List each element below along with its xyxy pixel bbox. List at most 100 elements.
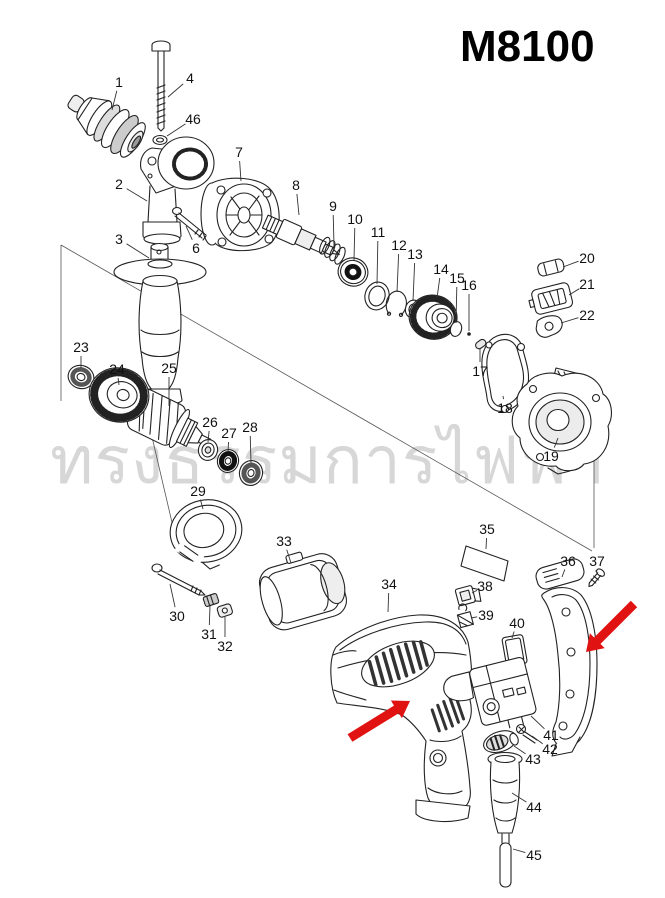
part-16-pin-drawing (467, 332, 471, 336)
svg-text:17: 17 (472, 363, 488, 379)
svg-text:1: 1 (115, 74, 123, 90)
callout-43: 43 (513, 745, 541, 767)
callout-45: 45 (512, 847, 542, 863)
svg-text:37: 37 (589, 553, 605, 569)
svg-text:38: 38 (477, 578, 493, 594)
callout-44: 44 (511, 792, 542, 815)
callout-39: 39 (470, 607, 494, 623)
svg-text:7: 7 (235, 144, 243, 160)
svg-text:45: 45 (526, 847, 542, 863)
svg-text:12: 12 (391, 237, 407, 253)
callout-32: 32 (217, 617, 233, 654)
part-26-washer-drawing (197, 439, 219, 461)
part-30-screw-drawing (151, 563, 206, 596)
callout-8: 8 (292, 177, 300, 216)
callout-20: 20 (562, 250, 595, 268)
part-10-bearing-drawing (337, 257, 369, 287)
part-37-screw-drawing (588, 568, 605, 587)
svg-text:44: 44 (526, 799, 542, 815)
callout-15: 15 (449, 270, 465, 324)
callout-35: 35 (479, 521, 495, 550)
svg-text:46: 46 (185, 111, 201, 127)
svg-text:18: 18 (497, 400, 513, 416)
svg-text:30: 30 (169, 608, 185, 624)
part-45-cord-drawing (499, 833, 512, 888)
part-29-baffle-plate-drawing (169, 499, 243, 570)
svg-text:11: 11 (371, 224, 386, 240)
part-2-gear-housing-drawing (140, 136, 215, 245)
part-39-carbon-brush-drawing (456, 603, 474, 629)
callout-4: 4 (167, 70, 194, 98)
callout-41: 41 (530, 715, 559, 743)
callout-3: 3 (115, 231, 150, 259)
svg-text:36: 36 (560, 553, 576, 569)
part-18-gasket-drawing (481, 333, 530, 414)
svg-text:40: 40 (509, 615, 525, 631)
callout-16: 16 (461, 277, 477, 331)
callout-28: 28 (242, 419, 258, 464)
model-title: M8100 (460, 22, 595, 71)
part-drawings (67, 40, 612, 888)
part-42-screw-drawing (515, 723, 538, 744)
callout-14: 14 (433, 261, 449, 299)
svg-text:43: 43 (525, 751, 541, 767)
svg-text:8: 8 (292, 177, 300, 193)
callout-19: 19 (543, 437, 559, 464)
svg-text:32: 32 (217, 638, 233, 654)
svg-text:15: 15 (449, 270, 465, 286)
part-6-screw-drawing (171, 206, 207, 241)
svg-text:39: 39 (478, 607, 494, 623)
callout-29: 29 (190, 483, 206, 510)
part-11-washer-drawing (364, 281, 390, 311)
callout-40: 40 (509, 615, 525, 639)
arrow-layer (347, 600, 638, 742)
callout-6: 6 (185, 225, 200, 256)
part-23-bearing-drawing (67, 364, 95, 390)
part-24-fan-drawing (88, 367, 150, 423)
part-32-drawing (216, 603, 233, 618)
callout-46: 46 (166, 111, 201, 137)
callout-22: 22 (560, 307, 595, 324)
callout-36: 36 (560, 553, 576, 578)
svg-text:4: 4 (186, 70, 194, 86)
svg-text:10: 10 (347, 211, 363, 227)
callout-26: 26 (202, 414, 218, 443)
svg-text:16: 16 (461, 277, 477, 293)
callout-34: 34 (381, 576, 397, 613)
pointer-arrow-1 (347, 700, 410, 742)
part-33-field-drawing (258, 551, 347, 631)
svg-text:24: 24 (109, 361, 125, 377)
svg-text:42: 42 (542, 741, 558, 757)
callout-10: 10 (347, 211, 363, 261)
svg-text:14: 14 (433, 261, 449, 277)
part-27-bearing-drawing (216, 449, 240, 473)
callout-23: 23 (73, 339, 89, 368)
part-43-strain-relief-drawing (483, 730, 519, 754)
callout-2: 2 (115, 176, 148, 202)
svg-text:9: 9 (329, 198, 337, 214)
part-44-cord-guard-drawing (487, 751, 523, 834)
pointer-arrow-2 (586, 600, 638, 652)
callout-12: 12 (391, 237, 407, 293)
callout-38: 38 (471, 578, 493, 594)
svg-text:2: 2 (115, 176, 123, 192)
watermark-text: ทรงธรรมการไฟฟ้า (50, 422, 607, 499)
svg-text:35: 35 (479, 521, 495, 537)
callout-31: 31 (201, 605, 217, 642)
part-4-screw-drawing (151, 40, 171, 132)
part-46-washer-drawing (152, 134, 168, 146)
svg-text:27: 27 (221, 425, 237, 441)
callout-13: 13 (407, 246, 423, 302)
svg-text:29: 29 (190, 483, 206, 499)
part-22-bracket-drawing (535, 315, 563, 338)
callout-33: 33 (276, 533, 292, 564)
part-1-chuck-drawing (67, 94, 146, 158)
svg-text:33: 33 (276, 533, 292, 549)
svg-text:21: 21 (579, 276, 595, 292)
part-9-spring-drawing (319, 236, 346, 265)
svg-text:13: 13 (407, 246, 423, 262)
part-14-gear-drawing (408, 294, 458, 340)
callout-1: 1 (111, 74, 123, 111)
